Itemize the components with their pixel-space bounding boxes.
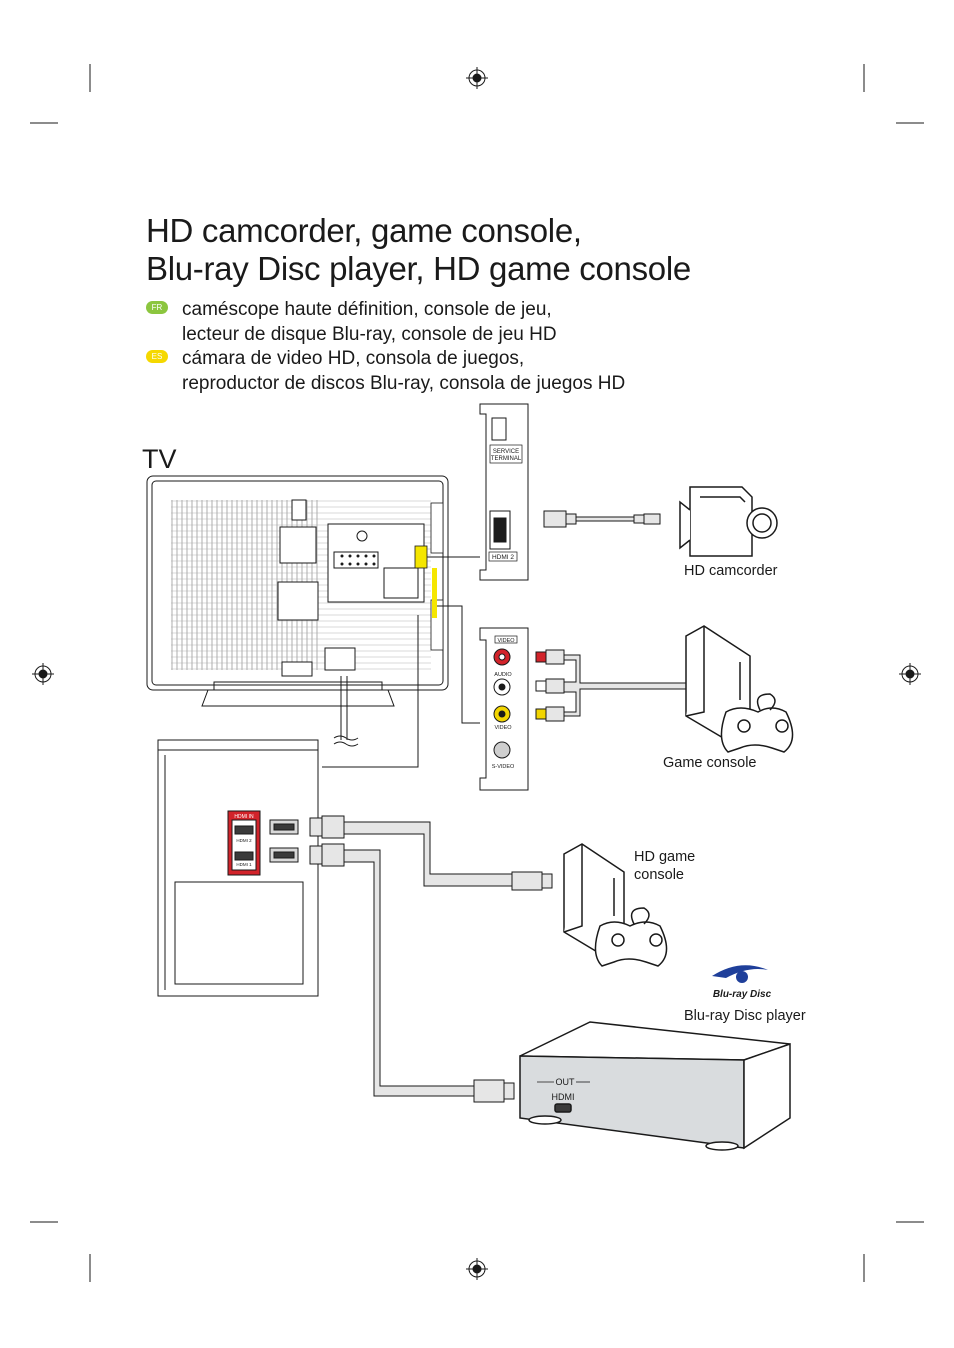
- hd-game-console-label2: console: [634, 867, 684, 883]
- camcorder-hdmi-cable: [543, 510, 661, 528]
- leader-lines: [322, 556, 480, 768]
- service-terminal-label1: SERVICE: [493, 449, 519, 455]
- hdmi2-port-label: HDMI 2: [236, 838, 252, 843]
- game-console-label: Game console: [663, 755, 757, 771]
- lang-text-fr: caméscope haute définition, console de j…: [182, 297, 557, 347]
- game-console-icon: [685, 625, 794, 753]
- side-panel-av: VIDEO AUDIO VIDEO S-VIDEO: [479, 627, 529, 791]
- bluray-logo: Blu-ray Disc: [712, 965, 772, 1000]
- av-video-top-label: VIDEO: [497, 638, 515, 644]
- lang-row-fr: FR caméscope haute définition, console d…: [146, 297, 557, 347]
- tv-back-illustration: [146, 475, 449, 747]
- bluray-player-label: Blu-ray Disc player: [684, 1008, 806, 1024]
- av-svideo-label: S-VIDEO: [492, 764, 515, 770]
- hd-game-console-label1: HD game: [634, 849, 696, 865]
- bluray-hdmi-label: HDMI: [552, 1092, 575, 1102]
- rca-cables: [535, 649, 687, 722]
- page-title-line1: HD camcorder, game console,: [146, 212, 582, 249]
- hdmi1-port-label: HDMI 1: [236, 862, 252, 867]
- registration-mark-right: [899, 663, 921, 685]
- tv-rear-hdmi-zoom: HDMI IN HDMI 2 HDMI 1: [157, 739, 319, 997]
- registration-mark-top: [466, 67, 488, 89]
- bluray-out-label: OUT: [556, 1077, 576, 1087]
- lang-badge-fr: FR: [146, 301, 168, 314]
- camcorder-icon: [679, 486, 778, 557]
- lang-fr-line1: caméscope haute définition, console de j…: [182, 299, 552, 320]
- lang-text-es: cámara de video HD, consola de juegos, r…: [182, 346, 625, 396]
- lang-fr-line2: lecteur de disque Blu-ray, console de je…: [182, 324, 557, 345]
- av-audio-label: AUDIO: [494, 672, 512, 678]
- camcorder-label: HD camcorder: [684, 563, 778, 579]
- hd-game-console-icon: [563, 843, 668, 967]
- lang-es-line2: reproductor de discos Blu-ray, consola d…: [182, 373, 626, 394]
- lang-es-line1: cámara de video HD, consola de juegos,: [182, 348, 525, 369]
- hdmi-cables: [309, 815, 553, 1103]
- registration-mark-left: [32, 663, 54, 685]
- side-panel-hdmi: SERVICE TERMINAL HDMI 2: [479, 403, 529, 581]
- hdmi-in-label: HDMI IN: [234, 814, 254, 820]
- av-video-label: VIDEO: [494, 725, 512, 731]
- page-title-line2: Blu-ray Disc player, HD game console: [146, 250, 691, 287]
- tv-label: TV: [142, 444, 177, 474]
- lang-row-es: ES cámara de video HD, consola de juegos…: [146, 346, 625, 396]
- side-hdmi2-label: HDMI 2: [492, 554, 514, 561]
- bluray-logo-text: Blu-ray Disc: [713, 989, 772, 1000]
- service-terminal-label2: TERMINAL: [491, 456, 522, 462]
- bluray-player-icon: OUT HDMI: [519, 1021, 791, 1151]
- registration-mark-bottom: [466, 1258, 488, 1280]
- lang-badge-es: ES: [146, 350, 168, 363]
